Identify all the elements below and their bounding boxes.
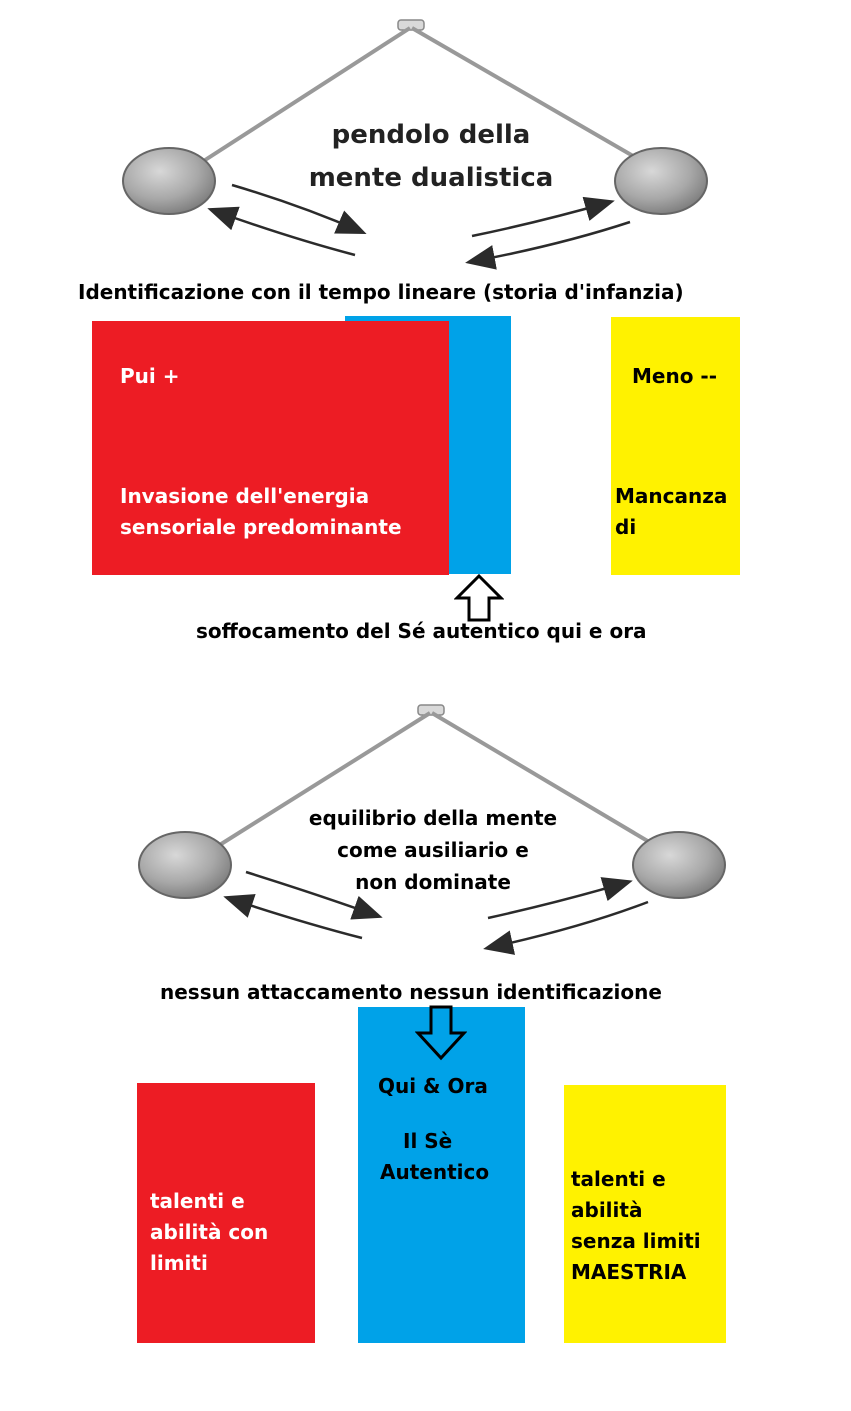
bottom-pendulum-title-line: equilibrio della mente [308,806,558,830]
suffocation-caption: soffocamento del Sé autentico qui e ora [196,619,647,643]
yellow-lack-line: di [615,515,637,539]
top-yellow-block [611,317,740,575]
down-arrow-icon [415,1005,467,1061]
yellow-talents-line: senza limiti [571,1229,701,1253]
blue-authentic-line: Il Sè [403,1129,453,1153]
yellow-talents-mastery: talenti e abilità senza limiti MAESTRIA [571,1164,701,1288]
red-invasion-line: Invasione dell'energia [120,484,370,508]
red-invasion-text: Invasione dell'energia sensoriale predom… [120,481,402,543]
top-arrow-right-upper [471,196,615,238]
blue-authentic-self: Il Sè Autentico [380,1126,489,1188]
bottom-blue-block [358,1007,525,1343]
identification-caption: Identificazione con il tempo lineare (st… [78,280,684,304]
red-plus-label: Pui + [120,364,180,388]
bottom-red-block [137,1083,315,1343]
bottom-pendulum-title-line: come ausiliario e [337,838,529,862]
top-rod-left [200,26,412,164]
blue-authentic-line: Autentico [380,1160,490,1184]
top-bob-left [122,147,216,215]
bottom-pendulum-title-line: non dominate [355,870,511,894]
red-talents-line: limiti [150,1251,208,1275]
bottom-arrow-left-upper [245,870,383,920]
red-talents-limits: talenti e abilità con limiti [150,1186,268,1279]
bottom-pivot [417,704,445,716]
top-red-block [92,321,449,575]
no-attachment-caption: nessun attaccamento nessun identificazio… [160,980,662,1004]
yellow-lack-text: Mancanza di [615,481,727,543]
red-talents-line: talenti e [150,1189,245,1213]
up-arrow-icon [454,574,504,622]
bottom-bob-right [632,831,726,899]
red-talents-line: abilità con [150,1220,269,1244]
bottom-rod-right [430,711,658,848]
bottom-arrow-left-lower [223,894,363,940]
top-arrow-left-upper [231,183,367,234]
red-invasion-line: sensoriale predominante [120,515,402,539]
top-pendulum-title-line: mente dualistica [308,163,554,193]
top-pendulum-title: pendolo della mente dualistica [276,114,586,200]
yellow-talents-line: talenti e [571,1167,666,1191]
top-rod-right [410,26,642,162]
top-bob-right [614,147,708,215]
bottom-arrow-right-lower [483,900,649,955]
bottom-rod-left [216,711,432,848]
bottom-arrow-right-upper [487,877,633,920]
top-pendulum [122,19,708,270]
top-pendulum-title-line: pendolo della [331,120,531,150]
top-arrow-right-lower [465,220,631,270]
blue-here-now: Qui & Ora [378,1074,488,1098]
bottom-pendulum-title: equilibrio della mente come ausiliario e… [278,802,588,898]
bottom-bob-left [138,831,232,899]
bottom-yellow-block [564,1085,726,1343]
bottom-pendulum [138,704,726,955]
top-arrow-left-lower [207,206,356,257]
yellow-minus-label: Meno -- [632,364,718,388]
yellow-lack-line: Mancanza [615,484,728,508]
yellow-talents-line: MAESTRIA [571,1260,687,1284]
yellow-talents-line: abilità [571,1198,643,1222]
top-pivot [397,19,425,31]
